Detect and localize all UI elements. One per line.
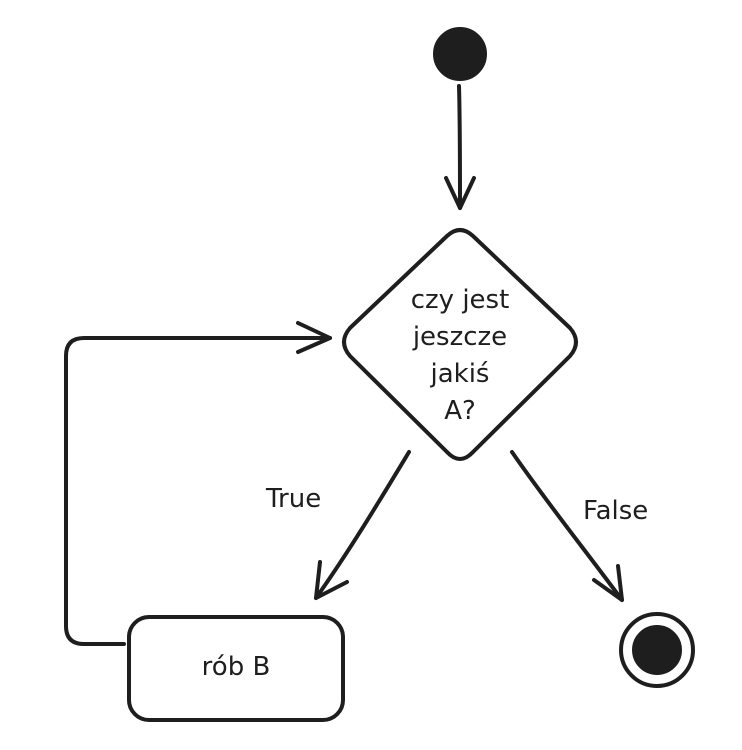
edge-label-true: True — [266, 484, 322, 514]
edge-label-false: False — [583, 496, 649, 526]
decision-label-line-2: jeszcze — [412, 322, 508, 352]
decision-label-line-4: A? — [444, 396, 476, 426]
decision-label-line-3: jakiś — [430, 359, 490, 389]
edge-start-to-decision — [444, 84, 476, 210]
decision-label-line-1: czy jest — [410, 285, 510, 315]
action-box — [127, 615, 345, 722]
start-node — [433, 27, 487, 81]
edge-false — [510, 450, 624, 602]
edge-true — [314, 450, 411, 600]
decision-label: czy jest jeszcze jakiś A? — [370, 282, 550, 430]
edge-loop-back — [64, 321, 332, 646]
decision-diamond — [342, 228, 578, 461]
end-node — [619, 612, 695, 688]
action-label: rób B — [201, 652, 271, 682]
